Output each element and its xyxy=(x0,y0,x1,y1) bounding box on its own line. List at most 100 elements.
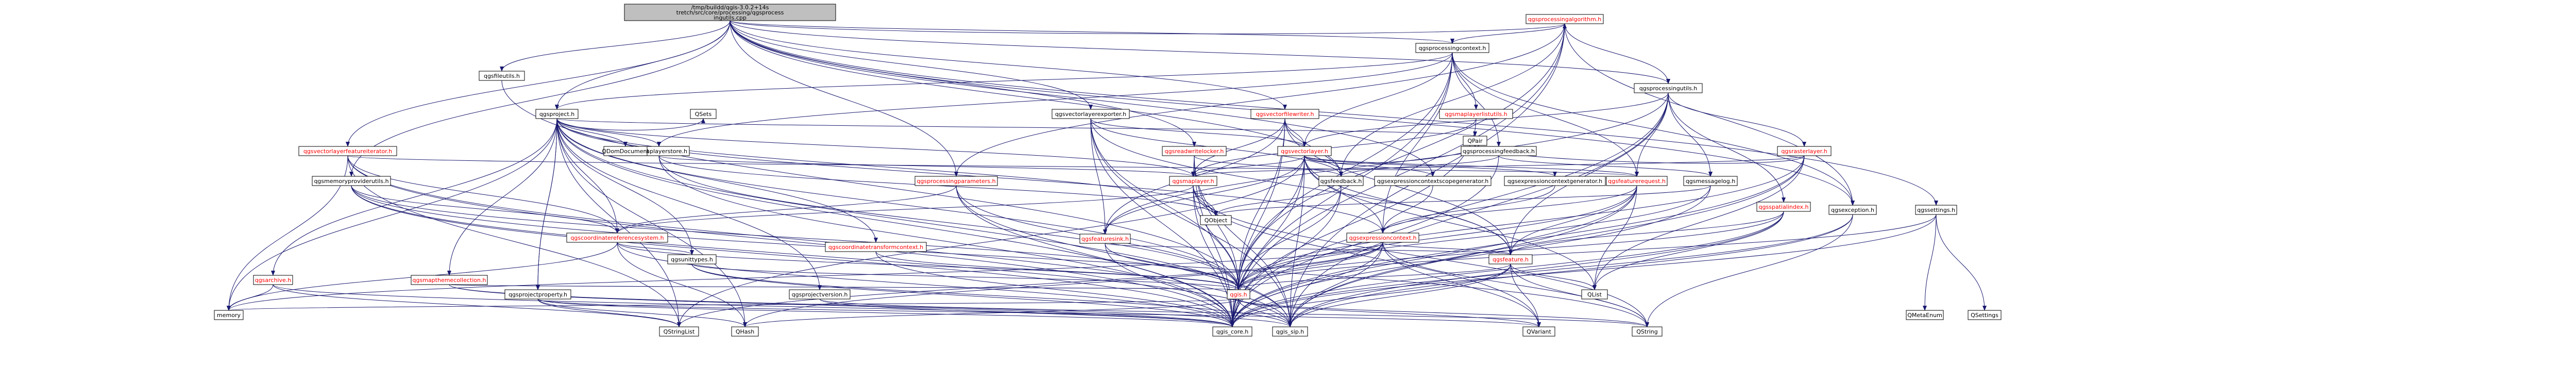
node-box xyxy=(1439,109,1513,119)
node-qgsfeature[interactable]: qgsfeature.h xyxy=(1488,254,1533,264)
node-label: QString xyxy=(1636,328,1658,335)
node-box xyxy=(1227,289,1250,300)
node-qvariant[interactable]: QVariant xyxy=(1522,326,1555,337)
node-box xyxy=(1200,215,1232,225)
edge-qgsvectorlayerfeatureiterator-to-qstringlist xyxy=(347,155,681,327)
node-qgsprocessingcontext[interactable]: qgsprocessingcontext.h xyxy=(1415,43,1489,53)
node-qstringlist[interactable]: QStringList xyxy=(659,326,699,337)
node-qgsvectorlayerexporter[interactable]: qgsvectorlayerexporter.h xyxy=(1052,109,1130,119)
node-qmetaenum[interactable]: QMetaEnum xyxy=(1906,310,1944,320)
node-qgsarchive[interactable]: qgsarchive.h xyxy=(253,275,293,285)
node-box xyxy=(690,109,717,119)
node-qgsfeaturesink[interactable]: qgsfeaturesink.h xyxy=(1079,234,1131,244)
edge-qgsproject-to-qgsarchive xyxy=(271,118,557,276)
node-box xyxy=(624,4,836,21)
node-qgssettings[interactable]: qgssettings.h xyxy=(1915,205,1957,215)
node-qgsprocessingutils[interactable]: qgsprocessingutils.h xyxy=(1634,83,1703,93)
node-qgsreadwritelocker[interactable]: qgsreadwritelocker.h xyxy=(1162,146,1227,156)
edge-qgsrasterlayer-to-qgis xyxy=(1236,155,1805,290)
edge-qgsunittypes-to-qgis_sip xyxy=(691,263,1292,327)
edge-qgsmaplayerstore-to-qgis xyxy=(658,155,1241,290)
node-qgsexpressioncontextgenerator[interactable]: qgsexpressioncontextgenerator.h xyxy=(1504,176,1606,186)
node-qgsmemoryproviderutils[interactable]: qgsmemoryproviderutils.h xyxy=(312,176,391,186)
edge-qgsproject-to-qpair xyxy=(556,118,1477,137)
edge-qgsspatialindex-to-qgsfeature xyxy=(1509,211,1784,255)
node-qgsvectorlayerfeatureiterator[interactable]: qgsvectorlayerfeatureiterator.h xyxy=(298,146,397,156)
edge-qgsmaplayer-to-qgis xyxy=(1193,185,1241,290)
node-label: QStringList xyxy=(664,328,695,335)
node-label: qgis_core.h xyxy=(1216,328,1249,335)
node-box xyxy=(1777,146,1832,156)
node-label: qgsexpressioncontext.h xyxy=(1349,235,1417,241)
edge-qgsfeature-to-qgis xyxy=(1236,263,1511,290)
edge-qgsmapthemecollection-to-qgis_sip xyxy=(449,284,1292,327)
node-qgis_core[interactable]: qgis_core.h xyxy=(1212,326,1252,337)
node-qsettings[interactable]: QSettings xyxy=(1968,310,2002,320)
node-qgsunittypes[interactable]: qgsunittypes.h xyxy=(667,254,717,264)
node-qgsvectorlayer[interactable]: qgsvectorlayer.h xyxy=(1277,146,1332,156)
edge-qgsfeature-to-qvariant xyxy=(1510,263,1541,327)
node-qgis[interactable]: qgis.h xyxy=(1227,289,1250,300)
node-qstring[interactable]: QString xyxy=(1632,326,1663,337)
node-box xyxy=(1250,109,1319,119)
node-qgsfileutils[interactable]: qgsfileutils.h xyxy=(479,71,525,81)
node-qgsfeaturerequest[interactable]: qgsfeaturerequest.h xyxy=(1606,176,1668,186)
node-memory[interactable]: memory xyxy=(214,310,244,320)
node-label: qgsmapthemecollection.h xyxy=(413,277,486,284)
edge-qgsproject-to-qgscoordinatereferencesystem xyxy=(556,118,619,234)
node-qgsexpressioncontextscopegenerator[interactable]: qgsexpressioncontextscopegenerator.h xyxy=(1374,176,1492,186)
edge-qgsfeature-to-qstring xyxy=(1510,263,1649,327)
edge-qgsprocessingcontext-to-qgsproject xyxy=(555,52,1453,110)
edge-qgsrasterlayer-to-qgsmaplayer xyxy=(1191,155,1805,177)
edge-qgsvectorlayerexporter-to-qgis_sip xyxy=(1090,118,1292,327)
node-label: QPair xyxy=(1467,138,1483,144)
edge-qgsprocessingutils-to-qgsfeature xyxy=(1509,92,1669,255)
node-label: qgsunittypes.h xyxy=(671,256,713,263)
node-box xyxy=(504,289,571,300)
node-qobject[interactable]: QObject xyxy=(1200,215,1232,225)
edge-qgsprocessingutils-to-qgsfeaturesink xyxy=(1103,92,1669,235)
edge-qgsmapthemecollection-to-qgis xyxy=(449,284,1240,290)
edge-qgsprocessingalgorithm-to-qgsprocessingutils xyxy=(1564,23,1670,84)
edge-qgsunittypes-to-qgis_core xyxy=(691,263,1234,327)
node-label: QHash xyxy=(736,328,754,335)
node-qgsprocessingfeedback[interactable]: qgsprocessingfeedback.h xyxy=(1461,146,1537,156)
edge-qgsvectorlayerexporter-to-qgsvectorlayer xyxy=(1090,118,1307,147)
node-qlist[interactable]: QList xyxy=(1581,289,1608,300)
node-qgsfeedback[interactable]: qgsfeedback.h xyxy=(1318,176,1364,186)
node-qgscoordinatetransformcontext[interactable]: qgscoordinatetransformcontext.h xyxy=(825,242,927,252)
edge-qgsfeaturerequest-to-qlist xyxy=(1592,185,1637,290)
edge-qgsprocessingcontext-to-qgsvectorlayer xyxy=(1302,52,1453,147)
node-qgsmapthemecollection[interactable]: qgsmapthemecollection.h xyxy=(411,275,488,285)
node-qgsrasterlayer[interactable]: qgsrasterlayer.h xyxy=(1777,146,1832,156)
node-qgsprojectproperty[interactable]: qgsprojectproperty.h xyxy=(504,289,571,300)
node-qgis_sip[interactable]: qgis_sip.h xyxy=(1272,326,1308,337)
node-qgsprojectversion[interactable]: qgsprojectversion.h xyxy=(789,289,851,300)
edge-qgsvectorlayer-to-qgsexpressioncontext xyxy=(1304,155,1385,234)
edge-qgscoordinatereferencesystem-to-qhash xyxy=(617,242,747,327)
edge-qgsprocessingutils-to-qgsmessagelog xyxy=(1668,92,1713,177)
edge-qgsproject-to-qgsprojectversion xyxy=(556,118,822,290)
node-qgsexpressioncontext[interactable]: qgsexpressioncontext.h xyxy=(1346,233,1419,243)
node-qdomdocument[interactable]: QDomDocument xyxy=(602,146,649,156)
edge-qgsvectorfilewriter-to-qgis xyxy=(1236,118,1285,290)
node-qgsexception[interactable]: qgsexception.h xyxy=(1828,205,1877,215)
edge-qgsprocessingalgorithm-to-qgis xyxy=(1236,23,1565,290)
node-qgsmaplayerlistutils[interactable]: qgsmaplayerlistutils.h xyxy=(1439,109,1513,119)
node-qgsvectorfilewriter[interactable]: qgsvectorfilewriter.h xyxy=(1250,109,1319,119)
edge-qgis-to-memory xyxy=(227,299,1239,311)
node-qpair[interactable]: QPair xyxy=(1463,136,1487,146)
node-qgsprocessingalgorithm[interactable]: qgsprocessingalgorithm.h xyxy=(1526,14,1604,24)
node-qgsprocessingparameters[interactable]: qgsprocessingparameters.h xyxy=(914,176,998,186)
edge-qgis-to-qhash xyxy=(743,299,1239,327)
node-qgsproject[interactable]: qgsproject.h xyxy=(535,109,579,119)
node-qgsmessagelog[interactable]: qgsmessagelog.h xyxy=(1683,176,1738,186)
node-qgsspatialindex[interactable]: qgsspatialindex.h xyxy=(1756,202,1811,212)
node-qgscoordinatereferencesystem[interactable]: qgscoordinatereferencesystem.h xyxy=(566,233,668,243)
node-qsetts[interactable]: QSets xyxy=(690,109,717,119)
node-qhash[interactable]: QHash xyxy=(731,326,759,337)
edge-qgsproject-to-qgsmapthemecollection xyxy=(447,118,557,276)
node-qgsmaplayer[interactable]: qgsmaplayer.h xyxy=(1169,176,1217,186)
